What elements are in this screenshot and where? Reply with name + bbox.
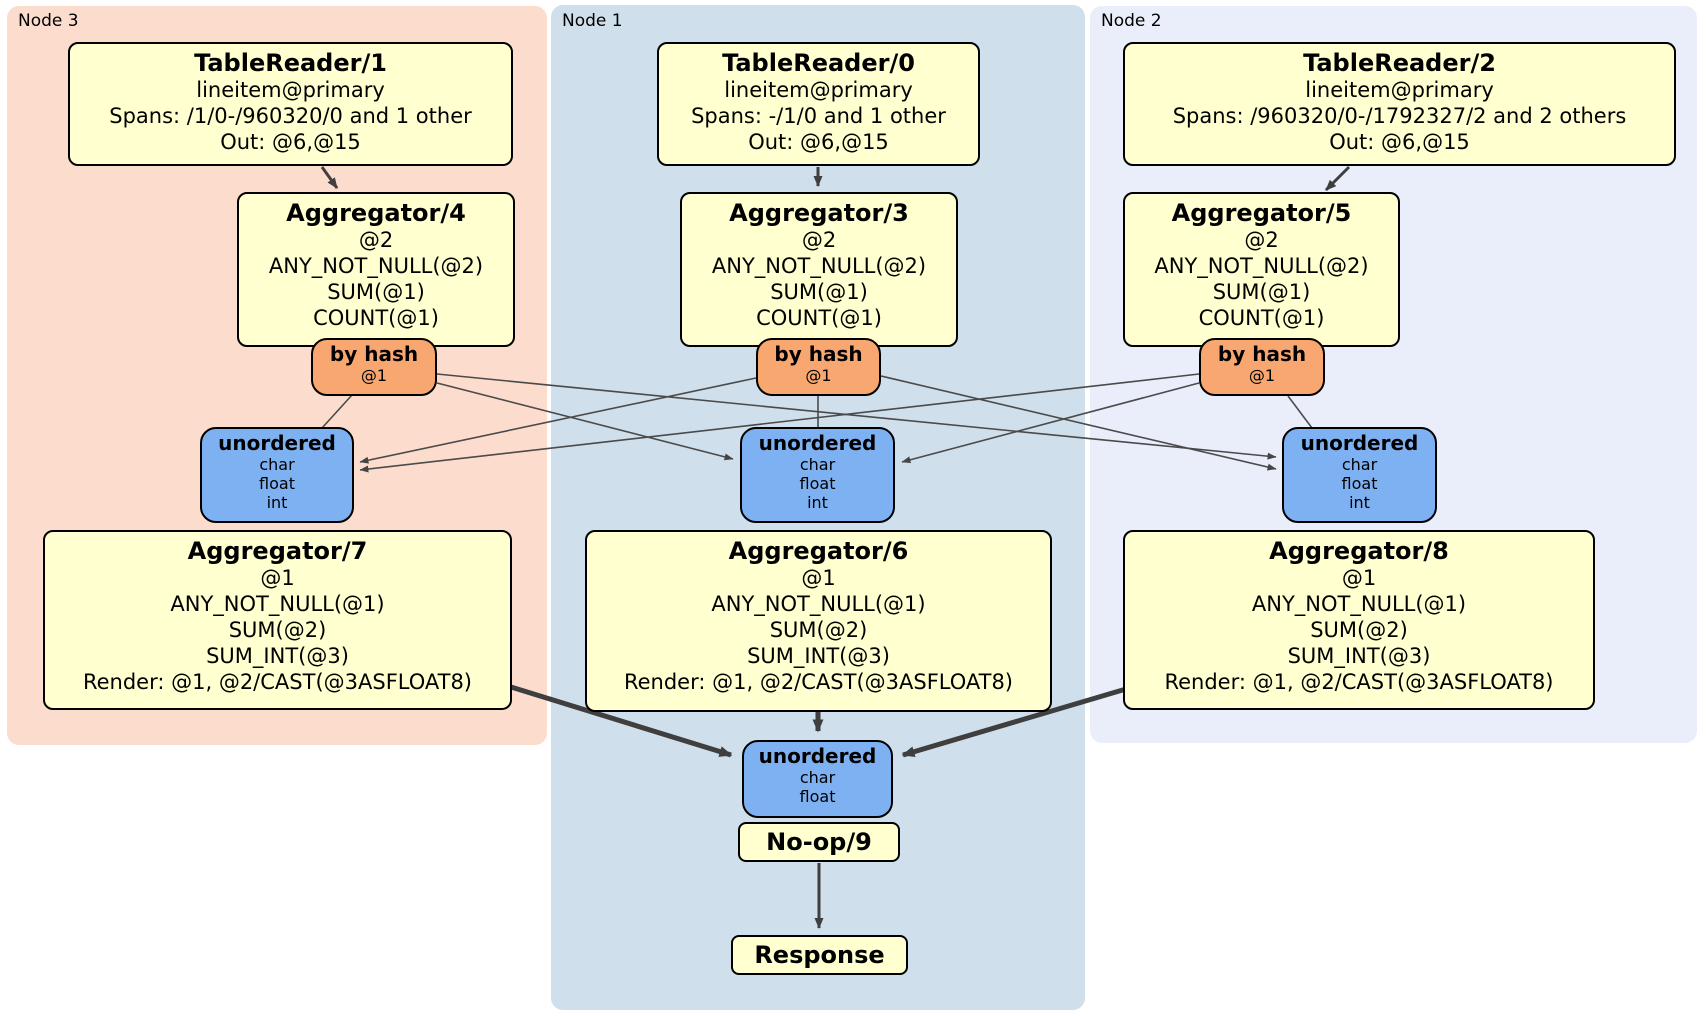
box-title: TableReader/1 [194,49,387,77]
box-line: SUM(@1) [1212,280,1311,304]
box-line: Render: @1, @2/CAST(@3ASFLOAT8) [623,670,1014,694]
router-title: by hash [1217,342,1307,366]
node3-label: Node 3 [18,11,79,31]
box-line: ANY_NOT_NULL(@2) [1154,254,1369,278]
box-line: lineitem@primary [724,78,913,102]
box-line: Out: @6,@15 [220,130,361,154]
box-line: COUNT(@1) [756,306,882,330]
sync-title: unordered [758,431,877,455]
box-line: SUM_INT(@3) [206,644,349,668]
box-line: ANY_NOT_NULL(@2) [711,254,927,278]
box-line: @1 [1341,566,1377,590]
box-line: SUM_INT(@3) [1287,644,1431,668]
box-line: ANY_NOT_NULL(@1) [170,592,385,616]
noop-9-box: No-op/9 [738,822,900,862]
box-line: lineitem@primary [1305,78,1494,102]
hash-mesh-edges [321,373,1313,473]
response-box: Response [731,935,908,975]
by-hash-router-5: by hash @1 [1199,338,1325,396]
box-line: @1 [260,566,295,590]
box-title: Aggregator/5 [1171,199,1352,227]
sync-line: float [799,474,836,493]
box-line: Spans: /960320/0-/1792327/2 and 2 others [1172,104,1627,128]
box-title: Aggregator/8 [1269,537,1449,565]
box-line: @2 [358,228,394,252]
box-line: SUM(@2) [228,618,327,642]
sync-title: unordered [218,431,336,455]
sync-line: int [1349,493,1370,512]
box-title: No-op/9 [766,828,872,856]
box-line: lineitem@primary [196,78,385,102]
sync-line: float [799,787,836,806]
router-line: @1 [805,366,832,385]
unordered-sync-final: unordered char float [742,740,893,818]
box-title: Aggregator/7 [187,537,368,565]
box-title: Aggregator/6 [728,537,909,565]
box-line: @2 [1244,228,1279,252]
node2-label: Node 2 [1101,11,1162,31]
box-line: ANY_NOT_NULL(@2) [268,254,484,278]
reader-to-aggregator-edges [320,165,1351,192]
box-line: Spans: -/1/0 and 1 other [691,104,946,128]
box-line: COUNT(@1) [1198,306,1325,330]
box-title: Aggregator/3 [729,199,909,227]
box-title: Aggregator/4 [286,199,466,227]
sync-line: int [807,493,828,512]
sync-title: unordered [758,744,877,768]
sync-line: char [799,455,836,474]
box-line: ANY_NOT_NULL(@1) [1251,592,1467,616]
aggregator-3-box: Aggregator/3 @2 ANY_NOT_NULL(@2) SUM(@1)… [680,192,958,347]
box-line: Render: @1, @2/CAST(@3ASFLOAT8) [82,670,473,694]
box-line: Out: @6,@15 [748,130,889,154]
tablereader-2-box: TableReader/2 lineitem@primary Spans: /9… [1123,42,1676,166]
box-line: @2 [801,228,837,252]
router-title: by hash [329,342,419,366]
aggregator-4-box: Aggregator/4 @2 ANY_NOT_NULL(@2) SUM(@1)… [237,192,515,347]
box-line: Out: @6,@15 [1329,130,1470,154]
box-line: ANY_NOT_NULL(@1) [711,592,926,616]
box-line: COUNT(@1) [313,306,439,330]
by-hash-router-3: by hash @1 [756,338,881,396]
aggregator-6-box: Aggregator/6 @1 ANY_NOT_NULL(@1) SUM(@2)… [585,530,1052,712]
sync-line: int [266,493,288,512]
box-title: TableReader/0 [722,49,915,77]
sync-line: char [799,768,836,787]
sync-line: float [1341,474,1378,493]
unordered-sync-5: unordered char float int [1282,427,1437,523]
box-line: SUM(@1) [327,280,425,304]
tablereader-0-box: TableReader/0 lineitem@primary Spans: -/… [657,42,980,166]
unordered-sync-4: unordered char float int [200,427,354,523]
box-line: Render: @1, @2/CAST(@3ASFLOAT8) [1164,670,1554,694]
box-line: Spans: /1/0-/960320/0 and 1 other [109,104,472,128]
node1-label: Node 1 [562,11,623,31]
box-line: SUM_INT(@3) [747,644,890,668]
aggregator-8-box: Aggregator/8 @1 ANY_NOT_NULL(@1) SUM(@2)… [1123,530,1595,710]
box-line: @1 [801,566,836,590]
aggregator-to-final-edges [510,684,1127,758]
aggregator-5-box: Aggregator/5 @2 ANY_NOT_NULL(@2) SUM(@1)… [1123,192,1400,347]
by-hash-router-4: by hash @1 [311,338,437,396]
sync-line: char [259,455,295,474]
box-title: Response [754,941,885,969]
router-line: @1 [1248,366,1276,385]
unordered-sync-3: unordered char float int [740,427,895,523]
router-line: @1 [360,366,388,385]
box-line: SUM(@2) [769,618,868,642]
tablereader-1-box: TableReader/1 lineitem@primary Spans: /1… [68,42,513,166]
sync-line: float [259,474,295,493]
box-title: TableReader/2 [1303,49,1496,77]
aggregator-7-box: Aggregator/7 @1 ANY_NOT_NULL(@1) SUM(@2)… [43,530,512,710]
router-title: by hash [774,342,863,366]
sync-line: char [1341,455,1378,474]
box-line: SUM(@1) [770,280,868,304]
box-line: SUM(@2) [1310,618,1408,642]
sync-title: unordered [1300,431,1419,455]
